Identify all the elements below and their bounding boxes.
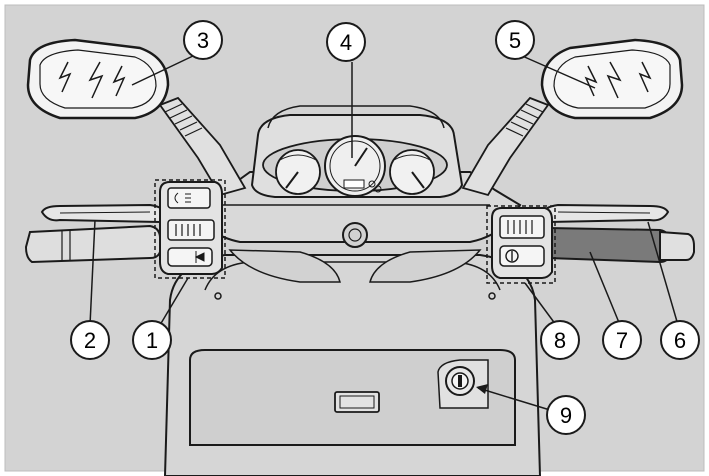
- callout-6: 6: [660, 320, 700, 360]
- leader-line-8: [524, 282, 557, 326]
- body-screw-right: [488, 292, 496, 300]
- lower-shroud-right: [369, 249, 482, 283]
- leader-line-2: [89, 219, 96, 326]
- indicator-lamp-b: [374, 185, 382, 193]
- callout-3: 3: [183, 20, 223, 60]
- right-switch-housing: [491, 207, 553, 279]
- mirror-stalk-right-bellows: [505, 103, 544, 137]
- leader-line-5: [519, 54, 596, 89]
- callout-1: 1: [132, 320, 172, 360]
- front-brake-lever-detail: [557, 211, 651, 214]
- callout-9: 9: [546, 395, 586, 435]
- callout-4: 4: [326, 22, 366, 62]
- engine-stop-switch: [499, 215, 545, 239]
- starter-button: [499, 245, 545, 267]
- svg-text:2: 2: [84, 328, 96, 353]
- speedometer-needle: [354, 147, 368, 167]
- svg-text:7: 7: [616, 328, 628, 353]
- mirror-right-reflection: [584, 61, 652, 99]
- svg-text:8: 8: [554, 328, 566, 353]
- temperature-gauge-needle: [411, 171, 425, 189]
- left-switch-housing: [159, 181, 223, 275]
- svg-text:4: 4: [340, 30, 352, 55]
- svg-text:9: 9: [560, 403, 572, 428]
- callout-5: 5: [495, 20, 535, 60]
- svg-text:3: 3: [197, 28, 209, 53]
- svg-text:1: 1: [146, 328, 158, 353]
- horn-button: [167, 247, 213, 267]
- horn-icon: [194, 251, 205, 263]
- rear-brake-lever-detail: [59, 211, 151, 214]
- leader-line-9: [477, 387, 551, 411]
- glove-box-latch-inner: [339, 395, 375, 409]
- mirror-stalk-left-bellows: [164, 103, 203, 137]
- fuel-gauge-needle: [285, 171, 299, 189]
- glove-box-latch: [334, 391, 380, 413]
- turn-signal-switch-ribs: [175, 224, 201, 236]
- leg-shield-inner-line: [204, 261, 501, 291]
- leader-line-1: [159, 277, 189, 326]
- leader-line-6: [647, 221, 679, 326]
- speedometer-ring: [329, 140, 381, 192]
- cover-center-cap-inner: [348, 228, 362, 242]
- fuel-gauge-scale: [279, 154, 317, 161]
- leader-arrowhead-9: [476, 384, 488, 394]
- callout-7: 7: [602, 320, 642, 360]
- mirror-stalk-left: [158, 96, 247, 197]
- engine-stop-switch-ribs: [507, 220, 533, 234]
- throttle-grip-end: [659, 230, 695, 261]
- mirror-left: [26, 38, 170, 120]
- leader-lines: [89, 54, 679, 411]
- callout-8: 8: [540, 320, 580, 360]
- mirror-right: [540, 38, 684, 120]
- mirror-left-reflection: [58, 61, 126, 99]
- leader-line-7: [589, 251, 621, 326]
- lower-shroud-left: [228, 249, 341, 283]
- front-brake-lever: [538, 203, 670, 224]
- rear-brake-lever: [40, 203, 170, 224]
- mirror-stalk-right: [461, 96, 550, 197]
- callout-2: 2: [70, 320, 110, 360]
- left-grip-rings: [61, 230, 71, 261]
- svg-text:6: 6: [674, 328, 686, 353]
- starter-icon: [505, 249, 519, 263]
- left-grip: [24, 224, 161, 264]
- headlight-icon: [174, 192, 191, 204]
- body-screw-left: [214, 292, 222, 300]
- left-switch-highlight-box: [154, 179, 226, 279]
- svg-text:5: 5: [509, 28, 521, 53]
- cover-center-cap: [342, 222, 368, 248]
- odometer-display: [343, 179, 365, 189]
- ignition-key-slot: [458, 375, 462, 387]
- instrument-visor: [267, 105, 445, 129]
- turn-signal-switch: [167, 219, 215, 241]
- indicator-lamp-a: [368, 180, 376, 188]
- leader-line-3: [131, 54, 196, 86]
- temperature-gauge-scale: [393, 154, 431, 161]
- right-switch-highlight-box: [486, 205, 556, 284]
